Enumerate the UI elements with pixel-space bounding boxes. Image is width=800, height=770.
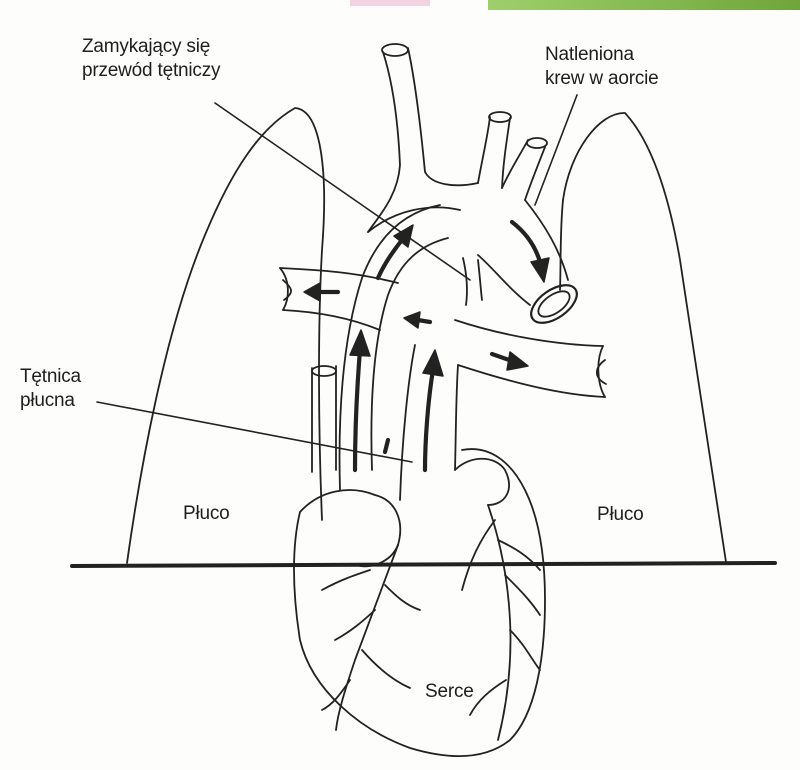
- branch-right-opening: [527, 138, 547, 148]
- aorta-trunk-left: [368, 52, 400, 232]
- branch-middle-opening: [489, 112, 511, 122]
- label-aorta-line2: krew w aorcie: [545, 67, 659, 91]
- ductus-arteriosus: [463, 258, 482, 305]
- label-heart: Serce: [425, 680, 474, 704]
- left-atrium: [300, 490, 400, 566]
- label-pulmonary-line1: Tętnica: [20, 365, 81, 389]
- arrow-left-branch-head: [304, 283, 320, 301]
- arrow-up-middle: [425, 370, 433, 470]
- arrow-right-branch-head: [507, 352, 528, 370]
- coronary-right-b1: [498, 540, 540, 615]
- flow-arrows: [304, 222, 549, 470]
- arrow-up-inner: [385, 440, 388, 452]
- leader-aorta: [535, 95, 577, 205]
- pulmonary-main-left: [400, 345, 415, 500]
- descending-aorta-inner: [478, 255, 530, 305]
- right-lung-inner-edge: [560, 200, 563, 290]
- pulmonary-branch-right-cap: [598, 346, 605, 397]
- arrow-left-middle-head: [404, 312, 420, 328]
- label-lung-right: Płuco: [597, 503, 644, 527]
- diaphragm-line: [72, 563, 775, 566]
- leader-ductus: [215, 103, 470, 280]
- arrow-descending-aorta-head: [531, 258, 549, 282]
- right-auricle: [455, 459, 509, 505]
- branch-middle: [478, 117, 510, 188]
- pulmonary-branch-left-lower: [283, 310, 380, 330]
- branch-right: [502, 140, 545, 200]
- descending-aorta-opening-inner: [534, 286, 574, 321]
- pulmonary-main-right: [455, 365, 458, 470]
- coronary-right-b3: [462, 520, 495, 590]
- label-aorta-line1: Natleniona: [545, 43, 659, 67]
- arrow-left-middle: [418, 320, 430, 322]
- left-lung-outline: [127, 108, 324, 563]
- descending-aorta-opening: [525, 278, 584, 331]
- aorta-trunk-right: [408, 48, 478, 185]
- pulmonary-branch-left-cap: [280, 268, 288, 310]
- pulmonary-branch-right-lower: [458, 365, 605, 397]
- label-ductus-line1: Zamykający się: [82, 35, 220, 59]
- arrow-up-left-trunk-head: [350, 330, 370, 356]
- arrow-up-middle-head: [423, 350, 443, 376]
- vena-cava-opening: [312, 366, 336, 376]
- pulmonary-branch-right-upper: [455, 320, 603, 346]
- aorta-top-opening: [382, 44, 408, 56]
- label-aorta: Natleniona krew w aorcie: [545, 43, 659, 91]
- label-ductus-line2: przewód tętniczy: [82, 59, 220, 83]
- coronary-left-b1: [335, 585, 420, 640]
- label-lung-left: Płuco: [183, 502, 230, 526]
- coronary-left-b3: [322, 570, 370, 590]
- right-lung-outline: [563, 113, 726, 562]
- arrow-descending-aorta: [512, 222, 540, 262]
- vena-cava-stub: [312, 366, 336, 472]
- label-pulmonary: Tętnica płucna: [20, 365, 81, 413]
- coronary-left-main: [336, 545, 398, 730]
- label-ductus: Zamykający się przewód tętniczy: [82, 35, 220, 83]
- label-pulmonary-line2: płucna: [20, 389, 81, 413]
